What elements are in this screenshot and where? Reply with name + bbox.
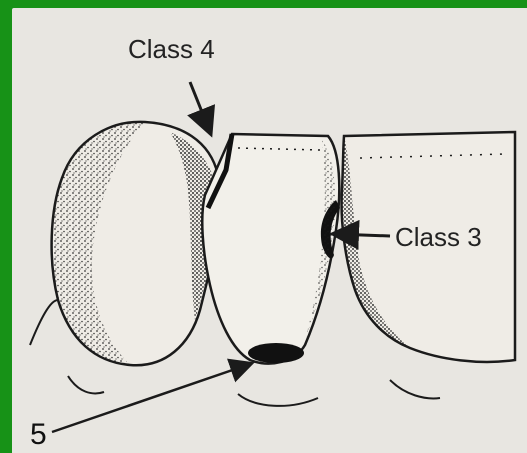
- class4-label: Class 4: [128, 36, 215, 62]
- class5-cavity: [248, 343, 304, 363]
- gum-lines: [68, 376, 440, 406]
- left-tooth: [30, 122, 220, 365]
- middle-tooth: [202, 134, 340, 364]
- class4-arrow: [190, 82, 210, 132]
- class3-arrow: [335, 234, 390, 236]
- class3-label: Class 3: [395, 224, 482, 250]
- class5-arrow: [52, 364, 250, 432]
- class5-label: 5: [30, 420, 47, 450]
